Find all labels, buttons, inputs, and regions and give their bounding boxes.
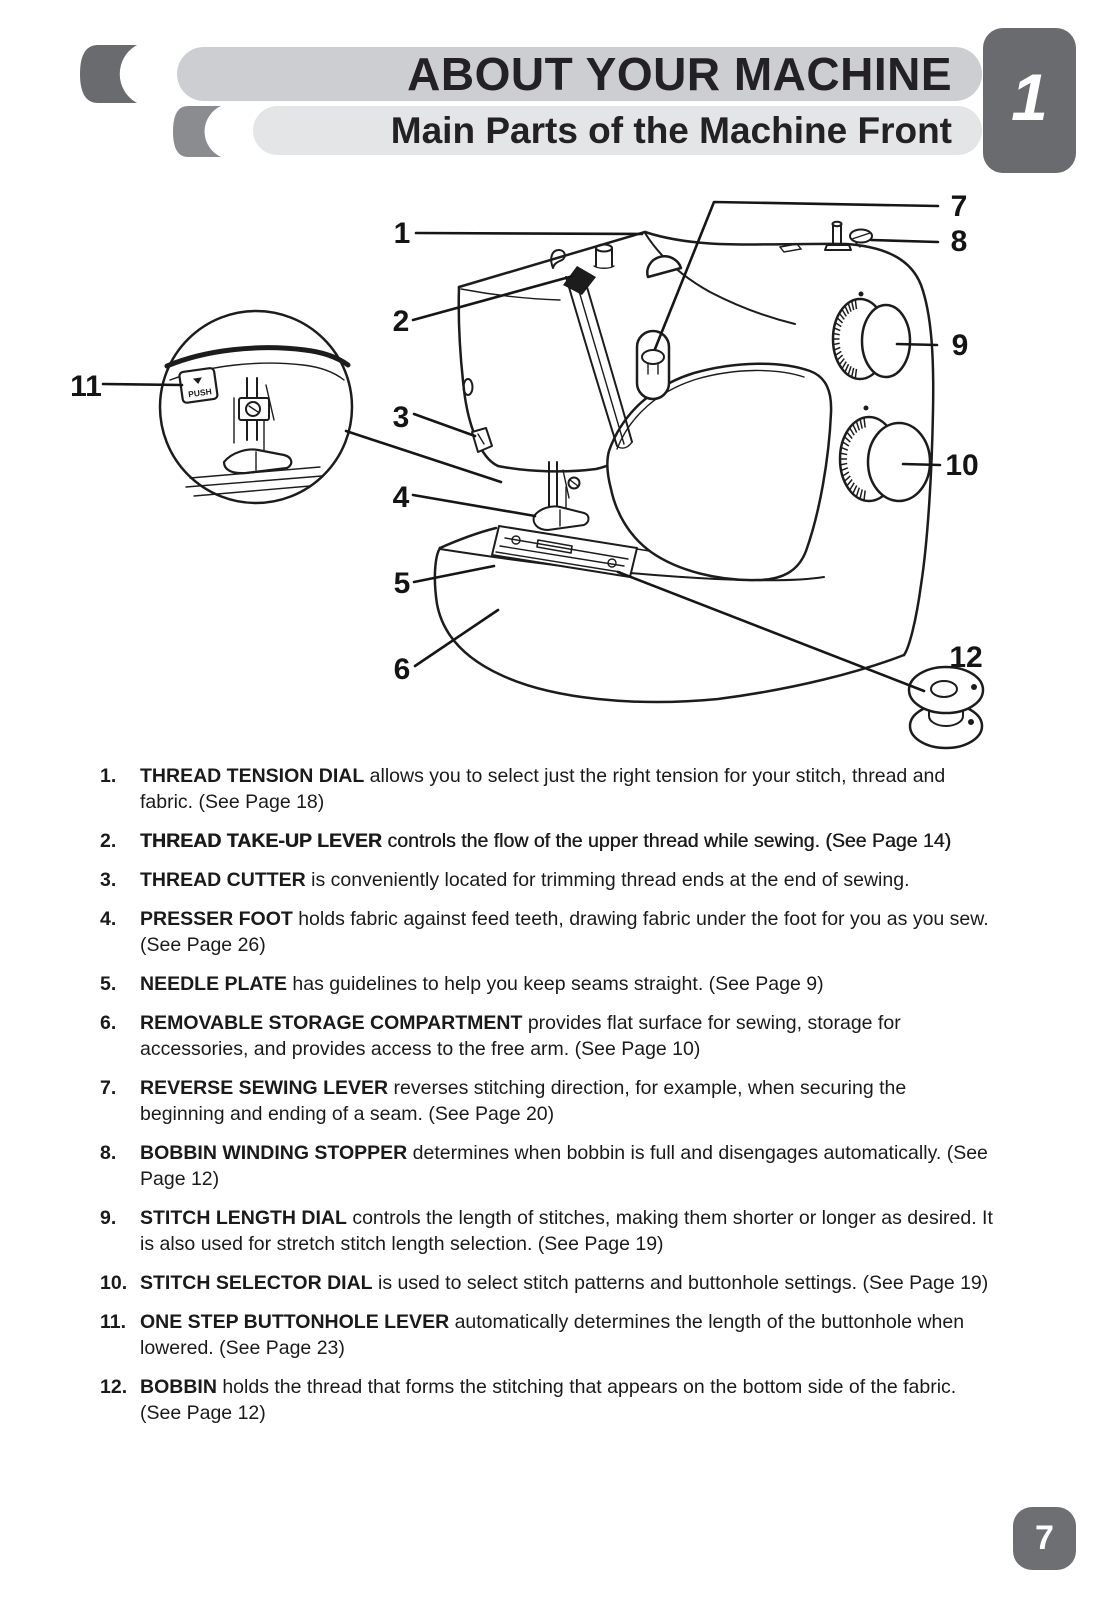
page-number-badge: 7	[1013, 1507, 1076, 1570]
chapter-number: 1	[1011, 59, 1048, 134]
part-item: 2. THREAD TAKE-UP LEVER controls the flo…	[100, 828, 1040, 854]
part-item: 9. STITCH LENGTH DIAL controls the lengt…	[100, 1205, 1040, 1257]
part-description: STITCH SELECTOR DIAL is used to select s…	[140, 1272, 989, 1294]
callout-4: 4	[393, 481, 410, 514]
part-number: 7.	[100, 1077, 117, 1099]
header-title-bar: ABOUT YOUR MACHINE	[177, 47, 982, 101]
callout-3: 3	[393, 401, 410, 434]
part-description: REVERSE SEWING LEVER reverses stitching …	[140, 1077, 907, 1125]
parts-list: 1. THREAD TENSION DIAL allows you to sel…	[100, 763, 1040, 1439]
buttonhole-lever-detail-view: PUSH	[158, 309, 354, 505]
stitch-length-dial	[831, 291, 912, 381]
chapter-tab: 1	[983, 28, 1076, 173]
header-crescent-small-icon	[173, 106, 221, 157]
needle-plate	[491, 525, 638, 578]
part-description: THREAD CUTTER is conveniently located fo…	[140, 869, 910, 891]
part-item: 11. ONE STEP BUTTONHOLE LEVER automatica…	[100, 1309, 1040, 1361]
callout-6: 6	[394, 653, 411, 686]
callout-5: 5	[394, 567, 411, 600]
page-title: ABOUT YOUR MACHINE	[407, 48, 952, 100]
part-item: 4. PRESSER FOOT holds fabric against fee…	[100, 906, 1040, 958]
top-slot	[778, 243, 803, 253]
presser-foot-assembly	[532, 461, 590, 531]
callout-7: 7	[951, 190, 968, 223]
sewing-machine-illustration: PUSH 1 2 3	[70, 190, 985, 750]
callout-9: 9	[952, 329, 969, 362]
part-description: BOBBIN WINDING STOPPER determines when b…	[140, 1142, 988, 1190]
thread-cutter	[471, 427, 493, 453]
part-description: BOBBIN holds the thread that forms the s…	[140, 1376, 957, 1424]
faceplate-hole	[462, 378, 474, 396]
part-number: 3.	[100, 869, 117, 891]
one-step-buttonhole-lever: PUSH	[178, 367, 219, 404]
part-item: 10. STITCH SELECTOR DIAL is used to sele…	[100, 1270, 1040, 1296]
part-number: 1.	[100, 765, 117, 787]
part-item: 5. NEEDLE PLATE has guidelines to help y…	[100, 971, 1040, 997]
callout-1: 1	[394, 217, 411, 250]
push-label: PUSH	[188, 386, 213, 399]
part-description: NEEDLE PLATE has guidelines to help you …	[140, 973, 824, 995]
part-number: 5.	[100, 973, 117, 995]
part-item: 8. BOBBIN WINDING STOPPER determines whe…	[100, 1140, 1040, 1192]
part-description: ONE STEP BUTTONHOLE LEVER automatically …	[140, 1311, 965, 1359]
part-number: 8.	[100, 1142, 117, 1164]
bobbin	[907, 665, 985, 750]
callout-8: 8	[951, 225, 968, 258]
callout-labels: 1 2 3 4 5 6 7 8 9 10 11 12	[70, 190, 983, 686]
part-item: 1. THREAD TENSION DIAL allows you to sel…	[100, 763, 1040, 815]
part-number: 9.	[100, 1207, 117, 1229]
page-number: 7	[1035, 1519, 1054, 1557]
spool-pin	[593, 243, 615, 269]
part-item: 6. REMOVABLE STORAGE COMPARTMENT provide…	[100, 1010, 1040, 1062]
part-number: 12.	[100, 1376, 128, 1398]
part-description: THREAD TAKE-UP LEVER controls the flow o…	[140, 830, 952, 852]
part-description: PRESSER FOOT holds fabric against feed t…	[140, 908, 989, 956]
part-number: 6.	[100, 1012, 117, 1034]
part-number: 4.	[100, 908, 117, 930]
machine-diagram: PUSH 1 2 3	[0, 180, 1106, 760]
callout-10: 10	[945, 449, 978, 482]
callout-12: 12	[949, 641, 982, 674]
stitch-selector-dial	[838, 405, 932, 503]
callout-11: 11	[70, 370, 102, 403]
part-number: 11.	[100, 1311, 127, 1333]
callout-leader-lines	[101, 200, 942, 693]
header-subtitle-bar: Main Parts of the Machine Front	[253, 106, 982, 155]
thread-take-up-lever	[563, 266, 596, 295]
part-item: 12. BOBBIN holds the thread that forms t…	[100, 1374, 1040, 1426]
header-crescent-icon	[80, 45, 137, 103]
arm-opening	[606, 362, 833, 582]
part-item: 3. THREAD CUTTER is conveniently located…	[100, 867, 1040, 893]
bobbin-winder-spindle	[824, 220, 852, 251]
reverse-sewing-lever	[635, 329, 671, 401]
part-description: STITCH LENGTH DIAL controls the length o…	[140, 1207, 993, 1255]
part-number: 2.	[100, 830, 117, 852]
page-subtitle: Main Parts of the Machine Front	[390, 109, 952, 151]
part-number: 10.	[100, 1272, 128, 1294]
part-description: REMOVABLE STORAGE COMPARTMENT provides f…	[140, 1012, 901, 1060]
part-description: THREAD TENSION DIAL allows you to select…	[140, 765, 946, 813]
thread-tension-dial	[646, 255, 683, 279]
part-item: 7. REVERSE SEWING LEVER reverses stitchi…	[100, 1075, 1040, 1127]
callout-2: 2	[393, 305, 410, 338]
bobbin-winding-stopper	[849, 228, 873, 248]
thread-guide	[550, 249, 566, 269]
